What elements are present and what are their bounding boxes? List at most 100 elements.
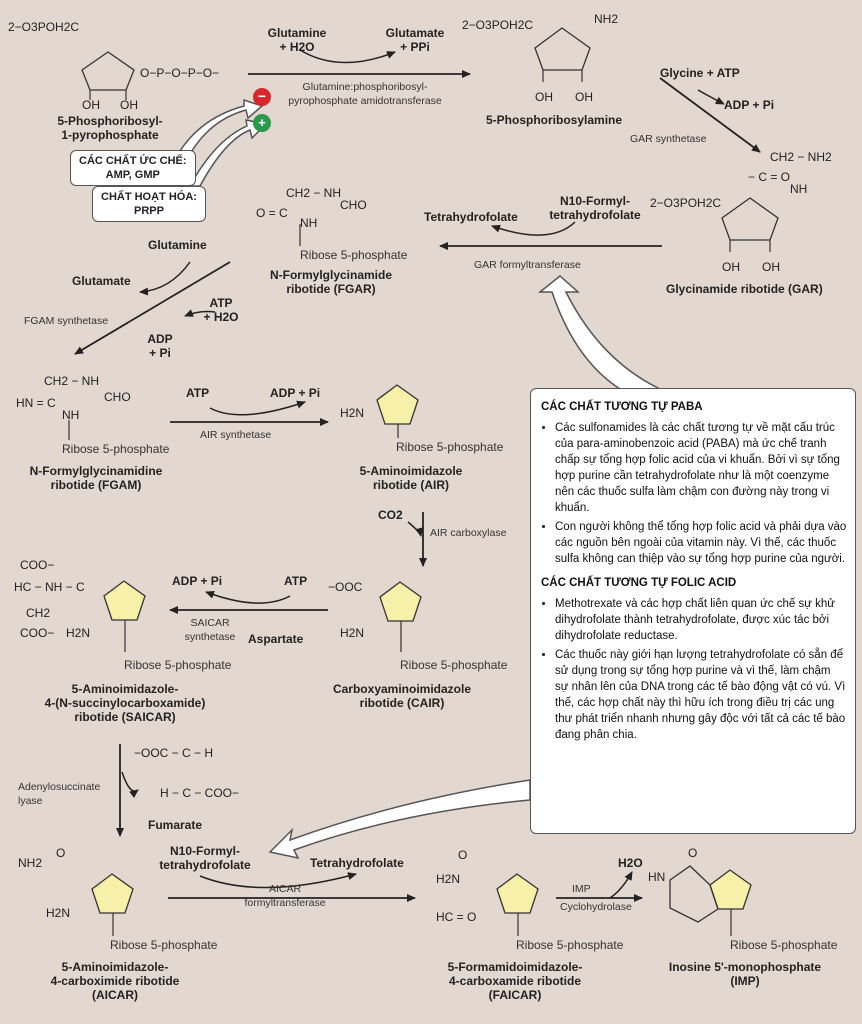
air-ribose: Ribose 5-phosphate [396, 440, 504, 454]
activator-callout: CHẤT HOẠT HÓA: PRPP [92, 186, 206, 222]
curve-r2 [697, 89, 725, 105]
fgar-ribose: Ribose 5-phosphate [300, 248, 408, 262]
prpp-ribose-ring [81, 51, 135, 91]
faicar-h2n: H2N [436, 872, 461, 886]
activator-pointer [188, 119, 268, 187]
saicar-ch2: CH2 [26, 606, 51, 620]
paba-bullet: Con người không thể tổng hợp folic acid … [555, 519, 847, 567]
pra-ribose-ring [534, 27, 591, 71]
curve-r5 [209, 400, 306, 416]
fgam-name: N-Formylglycinamidine ribotide (FGAM) [29, 464, 163, 492]
saicar-hc-nh-c: HC − NH − C [14, 580, 85, 594]
imp-name: Inosine 5'-monophosphate (IMP) [668, 960, 822, 988]
folic-list: Methotrexate và các hợp chất liên quan ứ… [541, 596, 847, 743]
curve-r1 [299, 49, 396, 64]
pra-oh-1: OH [535, 90, 553, 104]
prpp-oh-1: OH [82, 98, 100, 112]
pra-name: 5-Phosphoribosylamine [486, 113, 623, 127]
faicar-name: 5-Formamidoimidazole- 4-carboxamide ribo… [447, 960, 583, 1002]
imp-ribose: Ribose 5-phosphate [730, 938, 838, 952]
r5-enzyme: AIR synthetase [200, 429, 272, 441]
curve-r7 [205, 591, 291, 604]
activator-sign: + [258, 115, 266, 130]
r2-output: ADP + Pi [724, 98, 775, 112]
paba-list: Các sulfonamides là các chất tương tự về… [541, 420, 847, 567]
curve-r6 [407, 521, 423, 537]
air-imidazole-ring [376, 384, 419, 425]
r8-output: Fumarate [148, 818, 203, 832]
fumarate-top: −OOC − C − H [134, 746, 214, 760]
r3-cofactor-out: Tetrahydrofolate [424, 210, 518, 224]
saicar-imidazole-ring [103, 580, 146, 621]
curve-r4b [184, 309, 216, 317]
curve-r3 [491, 221, 576, 236]
fgar-cho: CHO [340, 198, 367, 212]
folic-bullet: Methotrexate và các hợp chất liên quan ứ… [555, 596, 847, 644]
r7-input-1: ATP [284, 574, 308, 588]
saicar-name: 5-Aminoimidazole- 4-(N-succinylocarboxam… [44, 682, 206, 724]
gar-phosphate: 2−O3POH2C [650, 196, 722, 210]
gar-oh-2: OH [762, 260, 780, 274]
r7-input-2: Aspartate [248, 632, 304, 646]
r10-enzyme-bot: Cyclohydrolase [560, 901, 632, 913]
r9-output: Tetrahydrofolate [310, 856, 404, 870]
r3-enzyme: GAR formyltransferase [474, 259, 581, 271]
faicar-o: O [458, 848, 468, 862]
r1-output: Glutamate + PPi [385, 26, 445, 54]
saicar-ribose: Ribose 5-phosphate [124, 658, 232, 672]
r2-enzyme: GAR synthetase [630, 133, 707, 145]
r4-output-2: ADP + Pi [147, 332, 173, 360]
gar-name: Glycinamide ribotide (GAR) [666, 282, 823, 296]
prpp-oh-2: OH [120, 98, 138, 112]
fumarate-bot: H − C − COO− [160, 786, 240, 800]
arrow-r2 [659, 77, 761, 153]
r9-enzyme: AICAR formyltransferase [244, 883, 326, 909]
r5-input: ATP [186, 386, 210, 400]
cair-ribose: Ribose 5-phosphate [400, 658, 508, 672]
faicar-imidazole-ring [496, 873, 539, 914]
pra-oh-2: OH [575, 90, 593, 104]
r7-enzyme: SAICAR synthetase [184, 617, 236, 643]
air-h2n: H2N [340, 406, 365, 420]
folic-bullet: Các thuốc này giới hạn lượng tetrahydrof… [555, 647, 847, 743]
aicar-name: 5-Aminoimidazole- 4-carboximide ribotide… [50, 960, 180, 1002]
r4-output-1: Glutamate [72, 274, 131, 288]
fgar-frag-top: CH2 − NH [286, 186, 342, 200]
r8-enzyme: Adenylosuccinate lyase [18, 781, 101, 807]
paba-title: CÁC CHẤT TƯƠNG TỰ PABA [541, 401, 703, 413]
r4-input-1: Glutamine [148, 238, 207, 252]
gar-c-eq-o: − C = O [748, 170, 791, 184]
aicar-o: O [56, 846, 66, 860]
r9-input: N10-Formyl- tetrahydrofolate [159, 844, 251, 872]
r4-enzyme: FGAM synthetase [24, 315, 109, 327]
r6-input: CO2 [378, 508, 403, 522]
faicar-hc-eq-o: HC = O [436, 910, 477, 924]
curve-r10 [609, 871, 633, 899]
fgar-o-eq-c: O = C [256, 206, 288, 220]
aicar-h2n: H2N [46, 906, 71, 920]
r6-enzyme: AIR carboxylase [430, 527, 507, 539]
curve-r4a [139, 261, 191, 296]
gar-frag-top: CH2 − NH2 [770, 150, 832, 164]
cair-imidazole-ring [379, 581, 422, 622]
fgam-frag-top: CH2 − NH [44, 374, 100, 388]
ribose-oh-bonds [89, 70, 771, 252]
activator-symbol [253, 114, 271, 132]
prpp-name: 5-Phosphoribosyl- 1-pyrophosphate [57, 114, 163, 142]
paba-bullet: Các sulfonamides là các chất tương tự về… [555, 420, 847, 516]
r7-output: ADP + Pi [172, 574, 223, 588]
imidazole-rings [91, 384, 752, 914]
side-arrows [121, 49, 725, 899]
infobox-pointer [537, 275, 661, 390]
pra-phosphate: 2−O3POH2C [462, 18, 534, 32]
curve-r9 [199, 872, 357, 889]
fgam-ribose: Ribose 5-phosphate [62, 442, 170, 456]
aicar-ribose: Ribose 5-phosphate [110, 938, 218, 952]
infobox-pointer-lower [268, 779, 531, 860]
fgam-cho: CHO [104, 390, 131, 404]
r2-input: Glycine + ATP [660, 66, 740, 80]
imp-hn: HN [648, 870, 666, 884]
arrow-r4 [74, 261, 231, 355]
cair-name: Carboxyaminoimidazole ribotide (CAIR) [332, 682, 472, 710]
fgar-name: N-Formylglycinamide ribotide (FGAR) [269, 268, 393, 296]
